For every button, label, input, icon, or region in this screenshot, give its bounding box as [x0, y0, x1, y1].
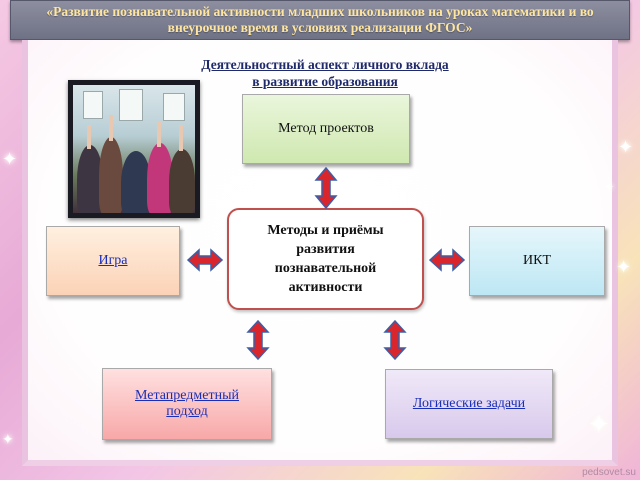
center-line-3: познавательной	[274, 261, 377, 276]
node-logic-tasks-link[interactable]: Логические задачи	[412, 396, 526, 411]
double-arrow-vertical-icon	[246, 320, 270, 360]
node-project-method-label: Метод проектов	[278, 121, 374, 136]
sparkle-star-icon: ✦	[2, 433, 14, 448]
slide-title: «Развитие познавательной активности млад…	[46, 4, 594, 35]
slide-subtitle: Деятельностный аспект личного вклада в р…	[150, 56, 500, 90]
center-node: Методы и приёмы развития познавательной …	[227, 208, 424, 310]
node-metasubject-line-1: Метапредметный	[134, 388, 240, 403]
watermark: pedsovet.su	[582, 467, 636, 478]
subtitle-line-1: Деятельностный аспект личного вклада	[201, 57, 449, 72]
classroom-photo-image	[73, 85, 195, 213]
node-metasubject-link[interactable]: Метапредметный подход	[135, 388, 239, 420]
center-line-2: развития	[296, 242, 355, 257]
double-arrow-vertical-icon	[383, 320, 407, 360]
sparkle-star-icon: ✦	[588, 410, 610, 439]
title-banner: «Развитие познавательной активности млад…	[10, 0, 630, 40]
node-ict-label: ИКТ	[523, 253, 551, 268]
double-arrow-vertical-icon	[314, 167, 338, 209]
sparkle-star-icon: ✦	[604, 180, 615, 194]
center-line-1: Методы и приёмы	[267, 223, 384, 238]
sparkle-star-icon: ✦	[616, 257, 632, 277]
double-arrow-horizontal-icon	[429, 248, 465, 272]
node-project-method: Метод проектов	[242, 94, 410, 164]
double-arrow-horizontal-icon	[187, 248, 223, 272]
node-metasubject-line-2: подход	[166, 404, 208, 419]
classroom-photo	[68, 80, 200, 218]
subtitle-line-2: в развитие образования	[252, 74, 398, 89]
node-game[interactable]: Игра	[46, 226, 180, 296]
node-metasubject[interactable]: Метапредметный подход	[102, 368, 272, 440]
node-ict: ИКТ	[469, 226, 605, 296]
sparkle-star-icon: ✦	[618, 137, 634, 157]
node-logic-tasks[interactable]: Логические задачи	[385, 369, 553, 439]
node-game-link[interactable]: Игра	[98, 253, 128, 268]
sparkle-star-icon: ✦	[2, 149, 18, 169]
center-line-4: активности	[288, 280, 363, 295]
